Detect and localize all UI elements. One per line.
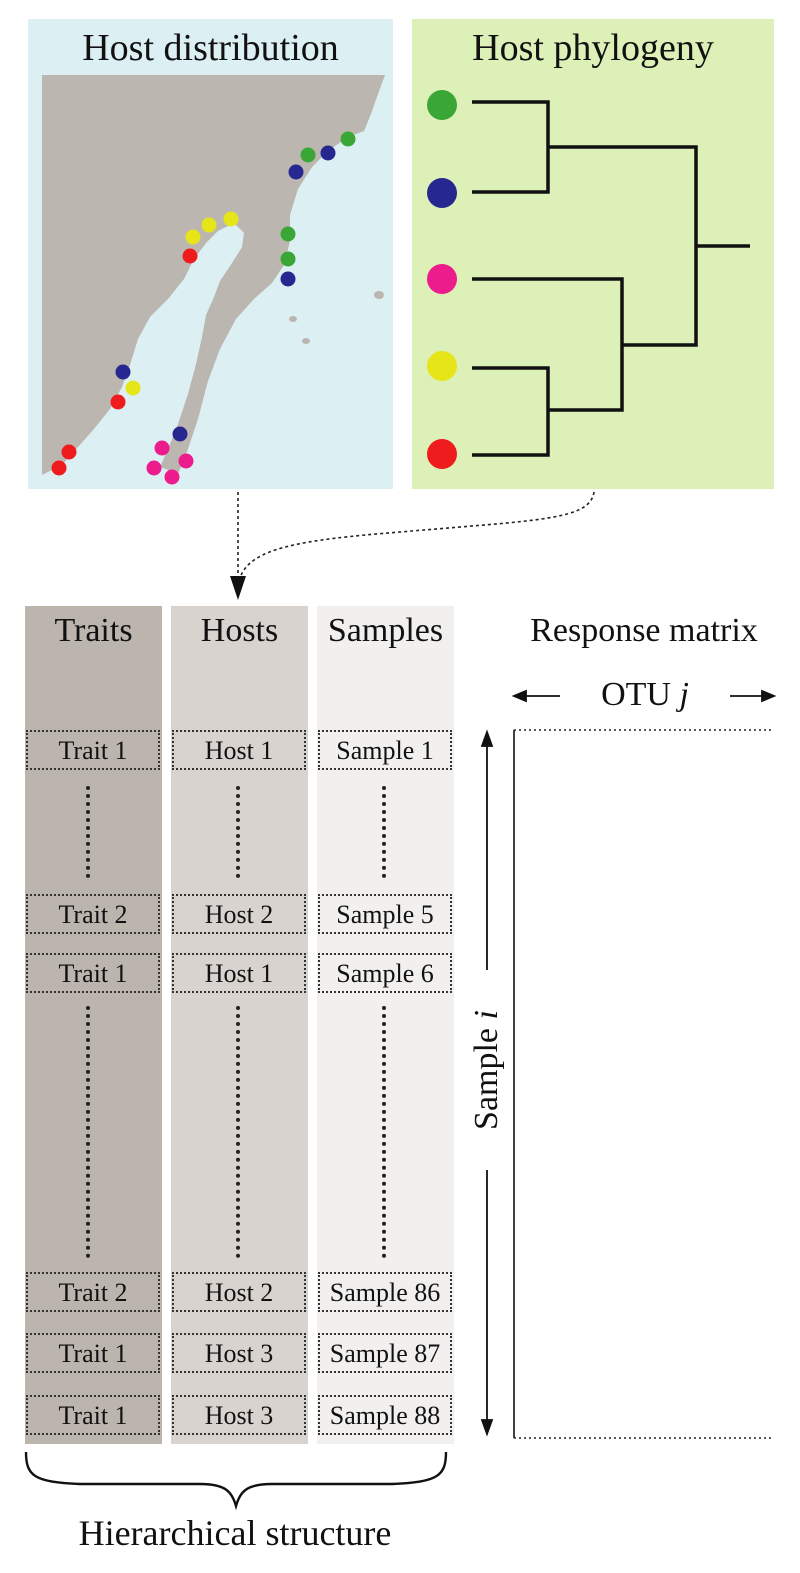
sample-cell: Sample 1 [318, 730, 452, 770]
host-distribution-map [42, 75, 385, 485]
host-location-dot-magenta [178, 453, 194, 469]
host-location-dot-yellow [125, 380, 141, 396]
host-cell: Host 1 [172, 953, 306, 993]
hierarchical-structure-label: Hierarchical structure [78, 1513, 392, 1553]
phylogeny-tip-yellow [427, 351, 457, 381]
host-location-dot-blue [115, 364, 131, 380]
response-matrix-title: Response matrix [530, 612, 758, 649]
otu-label-var: j [679, 676, 689, 713]
ellipsis-dots [86, 786, 90, 878]
host-location-dot-red [182, 248, 198, 264]
island [289, 316, 297, 322]
trait-cell: Trait 1 [26, 953, 160, 993]
host-cell: Host 2 [172, 894, 306, 934]
phylogeny-tips [427, 90, 457, 469]
sample-cell: Sample 5 [318, 894, 452, 934]
host-location-dot-blue [280, 271, 296, 287]
sample-cell: Sample 87 [318, 1333, 452, 1373]
samples-column-title: Samples [327, 612, 444, 649]
trait-cell: Trait 1 [26, 730, 160, 770]
host-location-dot-blue [320, 145, 336, 161]
host-cell: Host 2 [172, 1272, 306, 1312]
sample-cell: Sample 86 [318, 1272, 452, 1312]
traits-column-title: Traits [54, 612, 133, 649]
host-location-dot-green [280, 226, 296, 242]
host-location-dot-blue [288, 164, 304, 180]
host-distribution-title: Host distribution [82, 27, 339, 69]
response-matrix-frame [480, 689, 777, 1439]
host-location-dot-magenta [164, 469, 180, 485]
connector-line [239, 491, 595, 579]
otu-label-prefix: OTU [601, 676, 680, 713]
sample-cell: Sample 88 [318, 1395, 452, 1435]
sample-label-var: i [468, 1010, 505, 1020]
ellipsis-dots [382, 786, 386, 878]
host-cell: Host 3 [172, 1395, 306, 1435]
arrowhead [230, 576, 246, 600]
connector-arrows [230, 491, 595, 600]
otu-label: OTU j [560, 676, 730, 714]
curly-brace [24, 1451, 448, 1510]
host-location-dot-green [300, 147, 316, 163]
map-dots [51, 131, 356, 485]
hosts-column-title: Hosts [200, 612, 279, 649]
trait-cell: Trait 1 [26, 1333, 160, 1373]
trait-cell: Trait 2 [26, 1272, 160, 1312]
host-location-dot-red [61, 444, 77, 460]
island [302, 338, 310, 344]
host-location-dot-yellow [185, 229, 201, 245]
ellipsis-dots [86, 1006, 90, 1258]
sample-cell: Sample 6 [318, 953, 452, 993]
sample-label: Sample i [468, 970, 506, 1170]
host-location-dot-red [51, 460, 67, 476]
host-location-dot-yellow [223, 211, 239, 227]
ellipsis-dots [382, 1006, 386, 1258]
host-location-dot-yellow [201, 217, 217, 233]
phylogeny-tip-red [427, 439, 457, 469]
phylogeny-tip-blue [427, 178, 457, 208]
host-phylogeny-title: Host phylogeny [472, 27, 714, 69]
host-location-dot-magenta [146, 460, 162, 476]
host-location-dot-blue [172, 426, 188, 442]
sample-label-prefix: Sample [468, 1019, 505, 1130]
host-location-dot-red [110, 394, 126, 410]
island [374, 291, 384, 299]
host-location-dot-magenta [154, 440, 170, 456]
phylogeny-tip-green [427, 90, 457, 120]
host-location-dot-green [340, 131, 356, 147]
phylogeny-tip-magenta [427, 264, 457, 294]
ellipsis-dots [236, 1006, 240, 1258]
host-cell: Host 1 [172, 730, 306, 770]
host-cell: Host 3 [172, 1333, 306, 1373]
host-location-dot-green [280, 251, 296, 267]
trait-cell: Trait 2 [26, 894, 160, 934]
trait-cell: Trait 1 [26, 1395, 160, 1435]
phylogeny-tree [427, 90, 750, 469]
ellipsis-dots [236, 786, 240, 878]
